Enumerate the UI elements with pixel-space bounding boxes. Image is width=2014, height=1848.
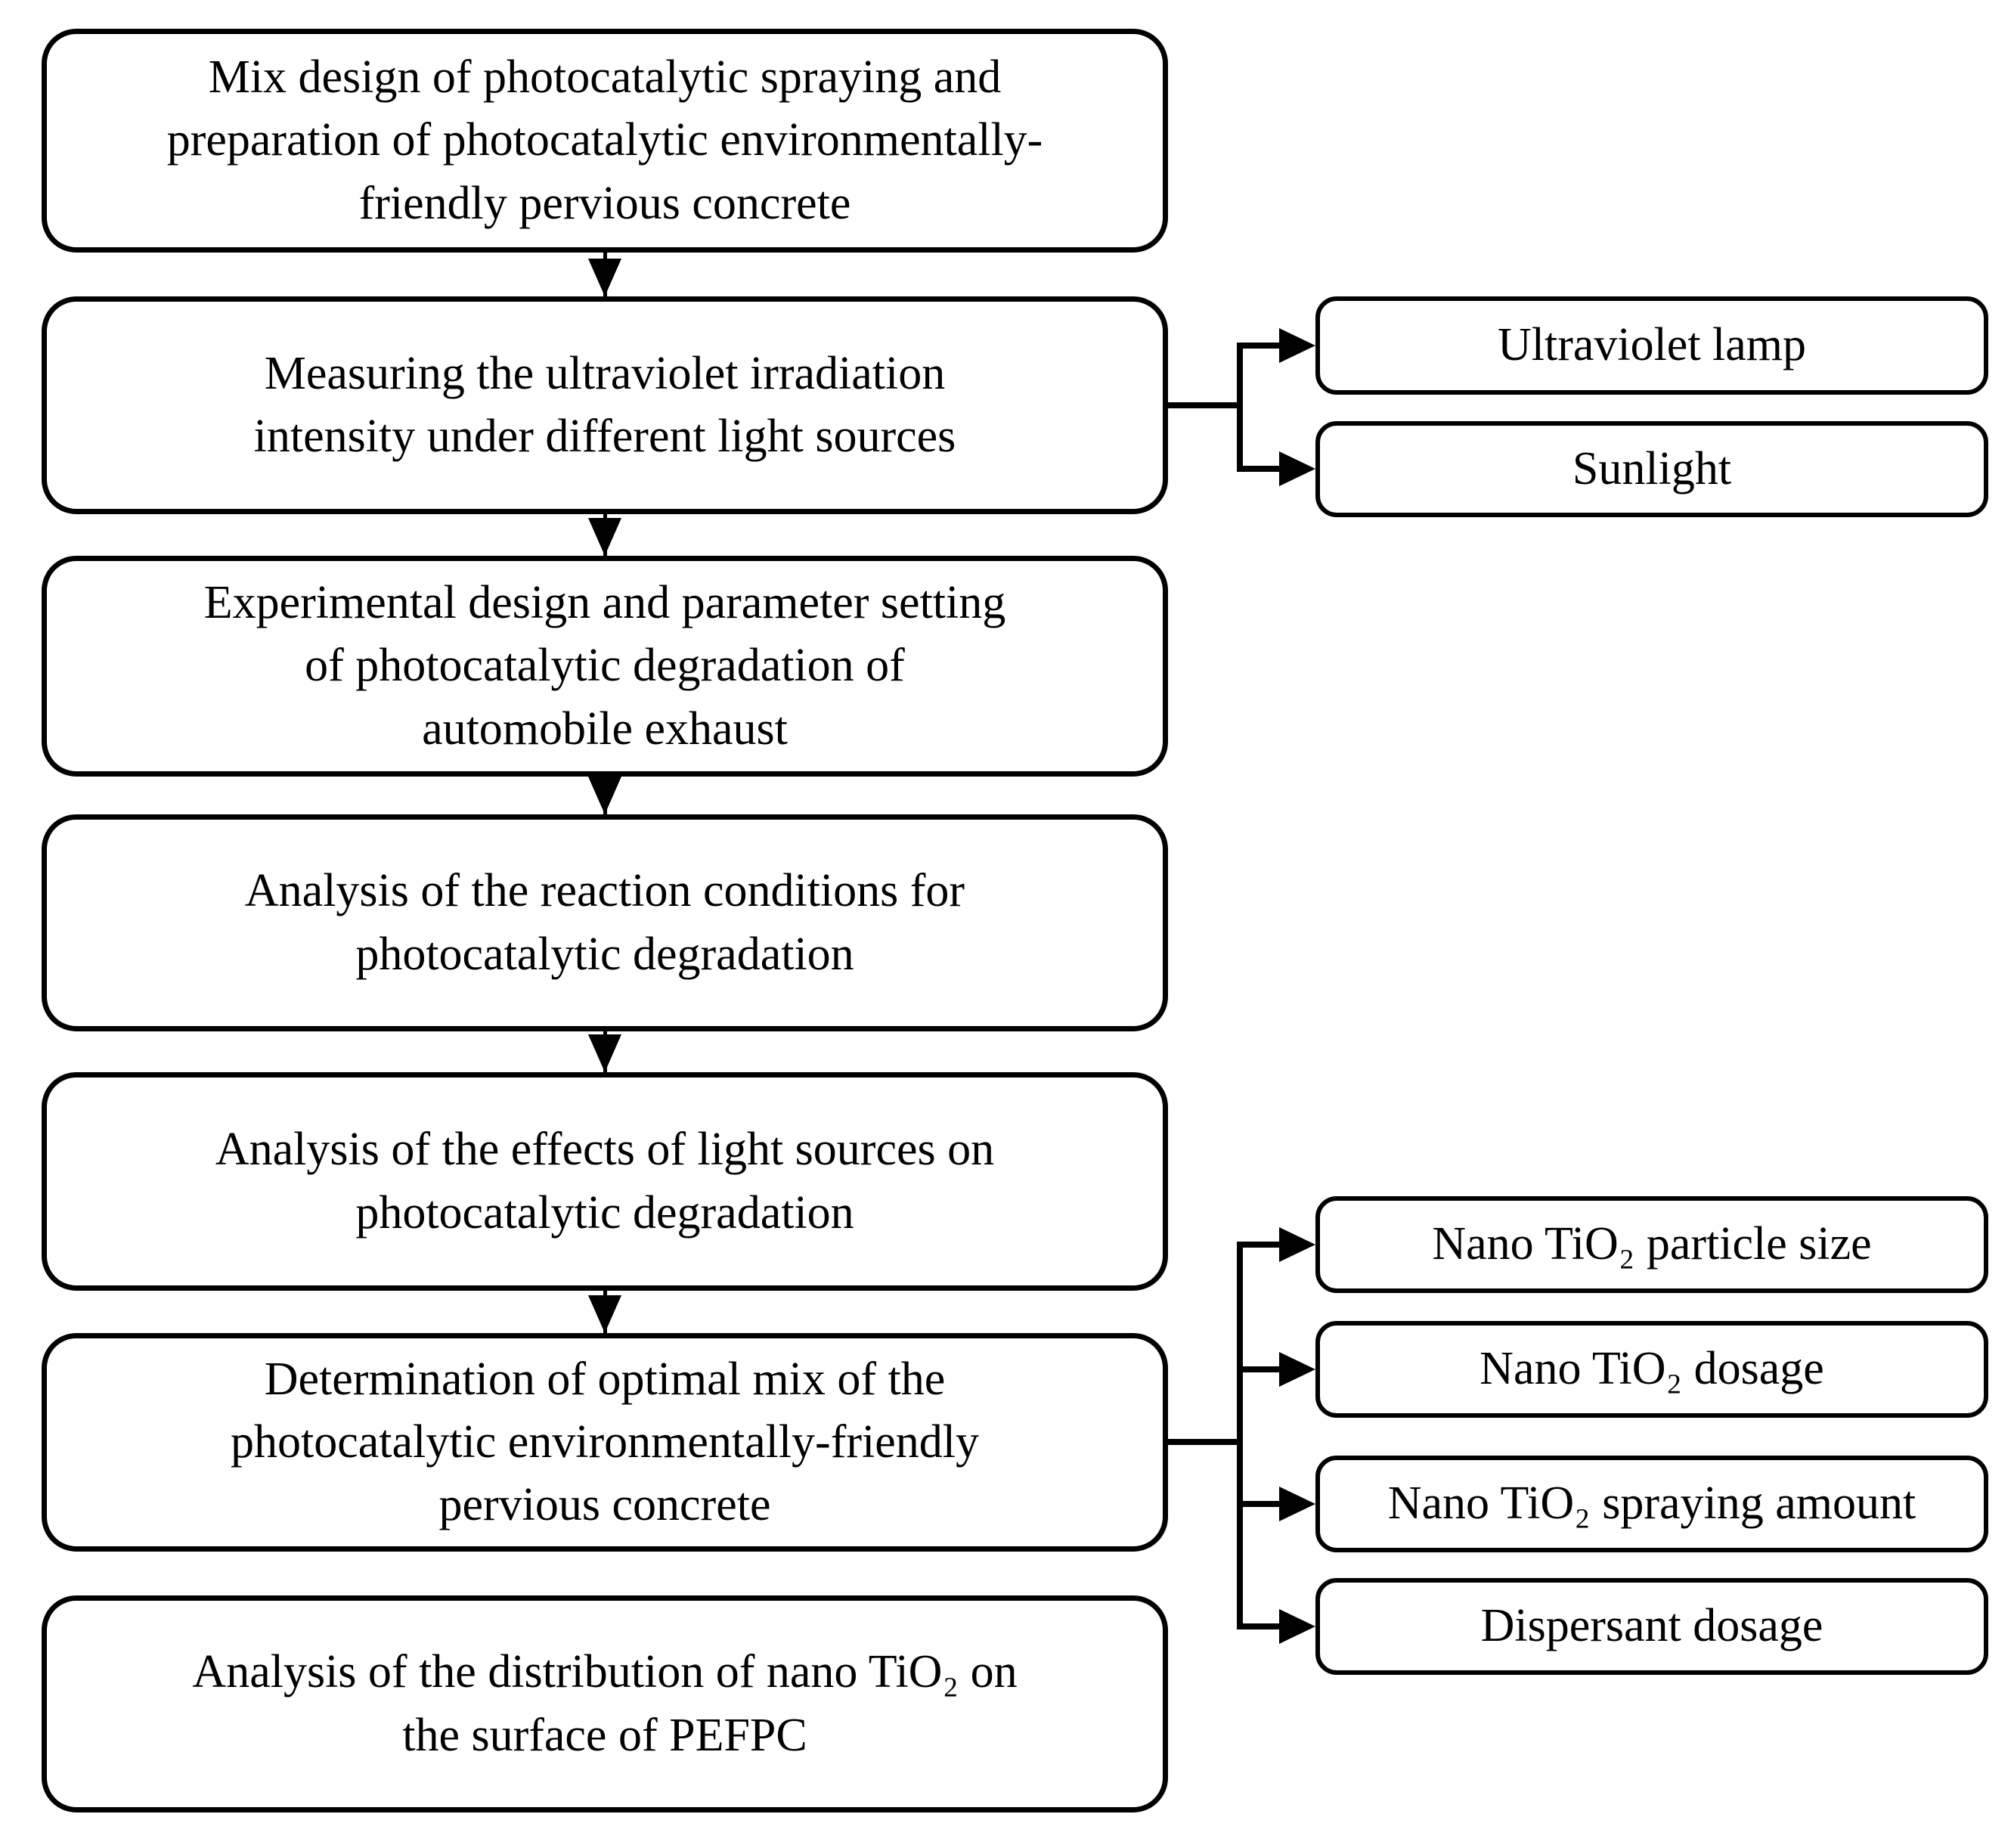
connector-vertical-line	[1237, 1242, 1243, 1629]
branch-box-label: Nano TiO₂ particle size	[1432, 1218, 1872, 1270]
connector-stub-line	[1237, 343, 1282, 349]
factor-tio2-spraying-amount: Nano TiO₂ spraying amount	[1315, 1456, 1988, 1552]
arrowhead-right-icon	[1279, 1487, 1315, 1521]
factor-tio2-dosage: Nano TiO₂ dosage	[1315, 1321, 1988, 1418]
arrowhead-right-icon	[1279, 1227, 1315, 1262]
light-source-ultraviolet-lamp: Ultraviolet lamp	[1315, 296, 1988, 395]
flow-step-uv-measurement: Measuring the ultraviolet irradiation in…	[42, 296, 1168, 514]
arrowhead-right-icon	[1279, 1609, 1315, 1644]
branch-box-label: Ultraviolet lamp	[1497, 319, 1807, 371]
flow-step-label: Experimental design and parameter settin…	[203, 577, 1006, 755]
factor-tio2-particle-size: Nano TiO₂ particle size	[1315, 1196, 1988, 1293]
flow-step-mix-design: Mix design of photocatalytic spraying an…	[42, 29, 1168, 253]
connector-stub-line	[1237, 1366, 1282, 1372]
flow-step-label: Analysis of the reaction conditions for …	[244, 865, 965, 980]
flow-step-experimental-design: Experimental design and parameter settin…	[42, 556, 1168, 777]
flow-step-reaction-conditions: Analysis of the reaction conditions for …	[42, 814, 1168, 1031]
branch-box-label: Sunlight	[1572, 442, 1732, 495]
flow-step-tio2-distribution: Analysis of the distribution of nano TiO…	[42, 1595, 1168, 1812]
arrowhead-down-icon	[588, 777, 621, 814]
arrowhead-right-icon	[1279, 451, 1315, 486]
arrowhead-down-icon	[588, 1295, 621, 1333]
flow-step-label: Measuring the ultraviolet irradiation in…	[253, 347, 956, 462]
branch-box-label: Dispersant dosage	[1480, 1600, 1823, 1652]
flow-step-light-source-effects: Analysis of the effects of light sources…	[42, 1072, 1168, 1291]
connector-stub-line	[1237, 466, 1282, 472]
connector-trunk-line	[1168, 1439, 1243, 1445]
factor-dispersant-dosage: Dispersant dosage	[1315, 1578, 1988, 1675]
branch-box-label: Nano TiO₂ spraying amount	[1387, 1477, 1916, 1530]
branch-box-label: Nano TiO₂ dosage	[1480, 1343, 1824, 1395]
connector-stub-line	[1237, 1501, 1282, 1507]
arrowhead-right-icon	[1279, 1352, 1315, 1387]
flow-step-label: Determination of optimal mix of the phot…	[231, 1353, 979, 1531]
connector-trunk-line	[1168, 402, 1243, 408]
arrowhead-down-icon	[588, 259, 621, 296]
connector-stub-line	[1237, 1242, 1282, 1248]
light-source-sunlight: Sunlight	[1315, 421, 1988, 517]
flow-step-label: Analysis of the effects of light sources…	[215, 1124, 995, 1239]
arrowhead-down-icon	[588, 518, 621, 556]
flow-step-label: Mix design of photocatalytic spraying an…	[166, 51, 1043, 229]
arrowhead-right-icon	[1279, 328, 1315, 363]
connector-stub-line	[1237, 1623, 1282, 1629]
arrowhead-down-icon	[588, 1034, 621, 1072]
flow-step-label: Analysis of the distribution of nano TiO…	[192, 1646, 1018, 1761]
flow-step-optimal-mix: Determination of optimal mix of the phot…	[42, 1333, 1168, 1552]
connector-vertical-line	[1237, 343, 1243, 472]
